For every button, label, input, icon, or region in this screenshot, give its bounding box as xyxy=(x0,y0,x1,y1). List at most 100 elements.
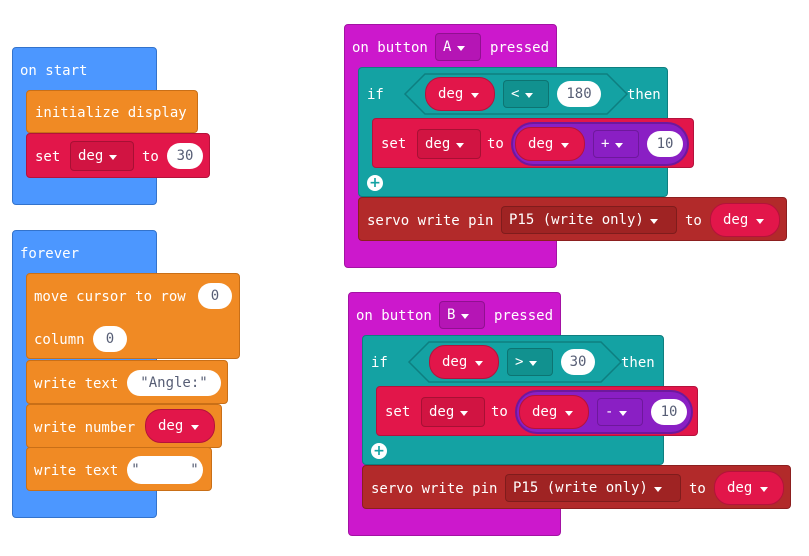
write-text-block-2[interactable]: write text " " xyxy=(26,447,212,491)
pin-dropdown[interactable]: P15 (write only) xyxy=(501,206,677,234)
write-number-block[interactable]: write number deg xyxy=(26,404,222,448)
forever-label: forever xyxy=(20,246,80,262)
chevron-down-icon xyxy=(109,154,118,160)
variable-name: deg xyxy=(158,418,184,434)
on-button-label: on button xyxy=(352,40,428,56)
chevron-down-icon xyxy=(615,142,624,148)
variable-reporter[interactable]: deg xyxy=(429,345,499,379)
column-label: column xyxy=(34,332,85,348)
chevron-down-icon xyxy=(760,486,769,492)
compare-value-input[interactable]: 180 xyxy=(557,81,601,107)
move-cursor-block[interactable]: move cursor to row 0 column 0 xyxy=(26,273,240,359)
on-button-label: on button xyxy=(356,308,432,324)
chevron-down-icon xyxy=(529,360,538,366)
to-label: to xyxy=(487,136,504,152)
operator: < xyxy=(511,86,520,102)
condition-outline xyxy=(403,73,629,115)
servo-write-block[interactable]: servo write pin P15 (write only) to deg xyxy=(362,465,791,509)
chevron-down-icon xyxy=(756,218,765,224)
variable-reporter[interactable]: deg xyxy=(519,395,589,429)
compare-value-input[interactable]: 30 xyxy=(561,349,595,375)
chevron-down-icon xyxy=(653,486,662,492)
arithmetic-block[interactable]: deg + 10 xyxy=(511,122,689,166)
variable-dropdown[interactable]: deg xyxy=(421,397,485,427)
to-label: to xyxy=(689,481,706,497)
button-dropdown[interactable]: B xyxy=(439,301,485,329)
chevron-down-icon xyxy=(525,92,534,98)
operator-dropdown[interactable]: - xyxy=(597,398,643,426)
variable-name: deg xyxy=(425,136,451,152)
on-start-label: on start xyxy=(20,63,88,79)
column-input[interactable]: 0 xyxy=(93,326,127,352)
write-text-label: write text xyxy=(34,376,119,392)
then-label: then xyxy=(621,355,655,371)
condition-outline xyxy=(407,341,623,383)
write-text-label: write text xyxy=(34,463,119,479)
chevron-down-icon xyxy=(460,410,469,416)
set-label: set xyxy=(35,149,61,165)
to-label: to xyxy=(491,404,508,420)
if-label: if xyxy=(371,355,388,371)
set-deg-block[interactable]: set deg to deg + 10 xyxy=(372,118,694,168)
initialize-display-block[interactable]: initialize display xyxy=(26,90,198,133)
chevron-down-icon xyxy=(475,360,484,366)
write-text-block[interactable]: write text "Angle:" xyxy=(26,360,228,404)
variable-name: deg xyxy=(438,86,464,102)
operator: + xyxy=(601,136,610,152)
operator: > xyxy=(515,354,524,370)
chevron-down-icon xyxy=(457,45,466,51)
variable-reporter[interactable]: deg xyxy=(425,77,495,111)
button-name: A xyxy=(443,39,452,55)
variable-name: deg xyxy=(429,404,455,420)
text-input[interactable]: "Angle:" xyxy=(127,370,221,396)
text-input[interactable]: " " xyxy=(127,456,203,484)
button-name: B xyxy=(447,307,456,323)
add-else-icon[interactable]: + xyxy=(371,443,387,459)
variable-name: deg xyxy=(78,148,104,164)
variable-name: deg xyxy=(528,136,554,152)
variable-name: deg xyxy=(442,354,468,370)
chevron-down-icon xyxy=(471,92,480,98)
chevron-down-icon xyxy=(191,424,200,430)
operator-dropdown[interactable]: + xyxy=(593,130,639,158)
chevron-down-icon xyxy=(619,410,628,416)
add-else-icon[interactable]: + xyxy=(367,175,383,191)
variable-reporter[interactable]: deg xyxy=(714,471,784,505)
operand-input[interactable]: 10 xyxy=(651,399,687,425)
operand-input[interactable]: 10 xyxy=(647,131,683,157)
chevron-down-icon xyxy=(456,142,465,148)
operator-dropdown[interactable]: > xyxy=(507,348,553,376)
arithmetic-block[interactable]: deg - 10 xyxy=(515,390,693,434)
servo-write-label: servo write pin xyxy=(371,481,498,497)
set-label: set xyxy=(381,136,407,152)
to-label: to xyxy=(685,213,702,229)
variable-reporter[interactable]: deg xyxy=(515,127,585,161)
pin-dropdown[interactable]: P15 (write only) xyxy=(505,474,681,502)
pressed-label: pressed xyxy=(490,40,550,56)
servo-write-block[interactable]: servo write pin P15 (write only) to deg xyxy=(358,197,787,241)
variable-dropdown[interactable]: deg xyxy=(417,129,481,159)
variable-reporter[interactable]: deg xyxy=(145,409,215,443)
operator-dropdown[interactable]: < xyxy=(503,80,549,108)
chevron-down-icon xyxy=(461,313,470,319)
row-input[interactable]: 0 xyxy=(198,283,232,309)
pin-name: P15 (write only) xyxy=(513,480,648,496)
write-number-label: write number xyxy=(34,420,136,436)
to-label: to xyxy=(142,149,159,165)
variable-reporter[interactable]: deg xyxy=(710,203,780,237)
set-label: set xyxy=(385,404,411,420)
move-cursor-label: move cursor to row xyxy=(34,289,186,305)
set-deg-block[interactable]: set deg to deg - 10 xyxy=(376,386,698,436)
chevron-down-icon xyxy=(649,218,658,224)
initialize-display-label: initialize display xyxy=(35,105,187,121)
value-input[interactable]: 30 xyxy=(167,143,203,169)
if-label: if xyxy=(367,87,384,103)
variable-name: deg xyxy=(727,480,753,496)
variable-name: deg xyxy=(532,404,558,420)
variable-dropdown[interactable]: deg xyxy=(70,141,134,171)
variable-name: deg xyxy=(723,212,749,228)
button-dropdown[interactable]: A xyxy=(435,33,481,61)
set-deg-block[interactable]: set deg to 30 xyxy=(26,133,210,178)
pressed-label: pressed xyxy=(494,308,554,324)
then-label: then xyxy=(627,87,661,103)
